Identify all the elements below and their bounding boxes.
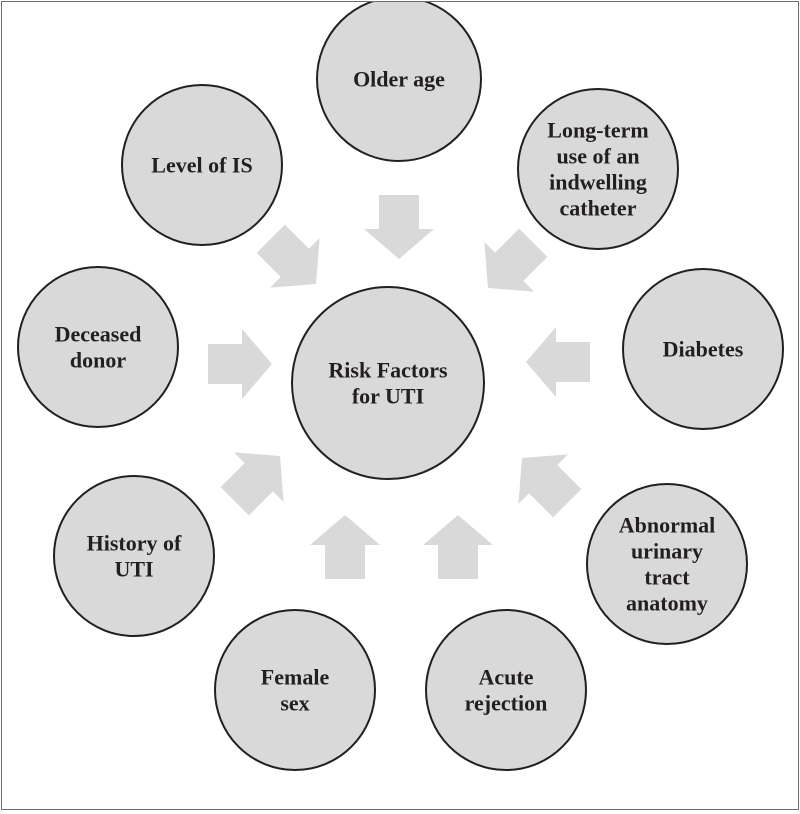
factor-circle-older-age xyxy=(316,0,482,162)
factor-long-term-catheter-label-line-1: Long-term xyxy=(547,118,648,143)
factor-long-term-catheter-label-line-2: use of an xyxy=(556,144,639,169)
factor-abnormal-urinary-tract-anatomy-label-line-1: Abnormal xyxy=(619,513,716,538)
center-label-line-1: Risk Factors xyxy=(328,358,448,383)
arrows xyxy=(208,195,590,579)
factor-abnormal-urinary-tract-anatomy-label-line-2: urinary xyxy=(631,539,703,564)
arrow-deceased-donor xyxy=(208,329,272,399)
arrow-older-age xyxy=(364,195,434,259)
arrow-long-term-catheter xyxy=(484,228,548,292)
factor-circle-abnormal-urinary-tract-anatomy xyxy=(586,483,748,645)
factor-circle-long-term-catheter xyxy=(517,88,679,250)
factor-history-of-uti-label-line-2: UTI xyxy=(114,557,153,582)
factor-level-of-is-label-line-1: Level of IS xyxy=(151,153,252,178)
factor-female-sex-label-line-1: Female xyxy=(261,665,330,690)
arrow-acute-rejection xyxy=(423,515,493,579)
center-label-line-2: for UTI xyxy=(352,384,424,409)
factor-history-of-uti-label-line-1: History of xyxy=(87,531,182,556)
factor-circle-history-of-uti xyxy=(53,475,215,637)
factor-node-level-of-is: Level of IS xyxy=(121,84,283,246)
factor-node-older-age: Older age xyxy=(316,0,482,162)
factor-female-sex-label-line-2: sex xyxy=(280,691,309,716)
factor-circle-acute-rejection xyxy=(425,609,587,771)
factor-acute-rejection-label-line-1: Acute xyxy=(479,665,534,690)
factor-older-age-label-line-1: Older age xyxy=(353,67,445,92)
factor-long-term-catheter-label-line-3: indwelling xyxy=(549,170,647,195)
arrow-abnormal-urinary-tract-anatomy xyxy=(518,454,582,518)
factor-circle-female-sex xyxy=(214,609,376,771)
factor-deceased-donor-label-line-1: Deceased xyxy=(55,322,142,347)
factor-long-term-catheter-label-line-4: catheter xyxy=(560,196,637,221)
center-circle xyxy=(291,286,485,480)
factor-diabetes-label-line-1: Diabetes xyxy=(663,337,744,362)
arrow-diabetes xyxy=(526,327,590,397)
arrow-female-sex xyxy=(310,515,380,579)
factor-circle-deceased-donor xyxy=(17,266,179,428)
factor-acute-rejection-label-line-2: rejection xyxy=(465,691,548,716)
factor-circle-diabetes xyxy=(622,268,784,430)
arrow-level-of-is xyxy=(256,224,320,288)
factor-abnormal-urinary-tract-anatomy-label-line-4: anatomy xyxy=(626,591,708,616)
factor-deceased-donor-label-line-2: donor xyxy=(70,348,126,373)
factor-node-diabetes: Diabetes xyxy=(622,268,784,430)
factor-circle-level-of-is xyxy=(121,84,283,246)
arrow-history-of-uti xyxy=(220,452,284,516)
factor-abnormal-urinary-tract-anatomy-label-line-3: tract xyxy=(644,565,690,590)
